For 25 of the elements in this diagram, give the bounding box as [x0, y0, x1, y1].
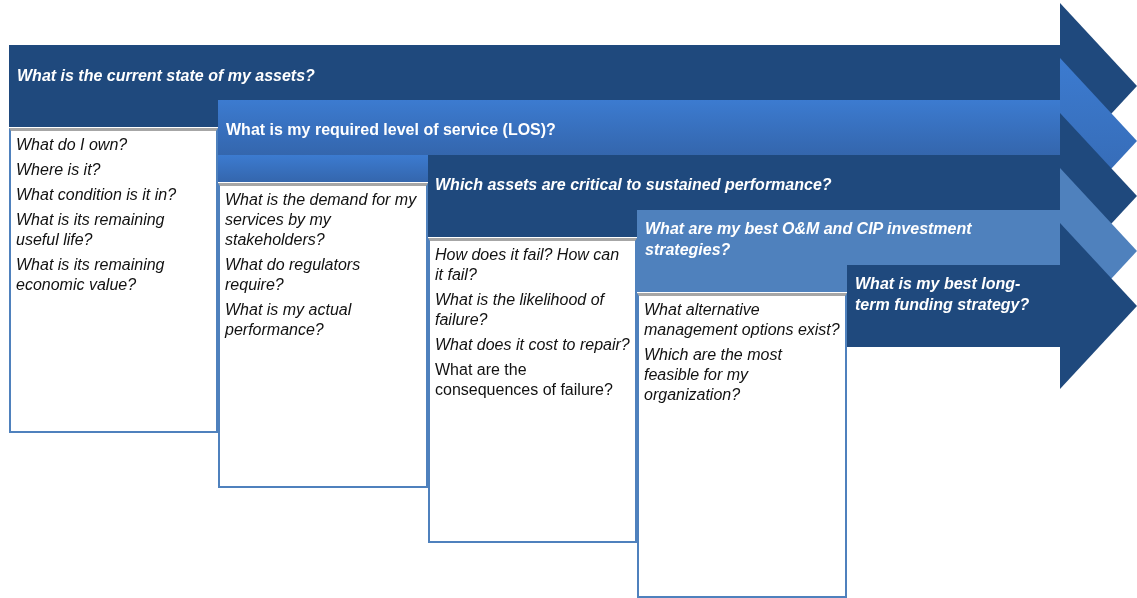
question-text: What is my actual performance?	[225, 300, 353, 340]
question-text: What alternative management options exist?	[644, 300, 840, 340]
heading-text: What is my required level of service (LOS)?	[226, 120, 557, 140]
heading-text: What are my best O&M and CIP investment strategies?	[645, 219, 973, 260]
question-text: What do I own?	[16, 135, 129, 155]
question-text: How does it fail? How can it fail?	[435, 245, 621, 285]
question-card	[218, 183, 428, 488]
arrow-band	[637, 210, 1060, 265]
question-text: What does it cost to repair?	[435, 335, 630, 355]
question-text: What do regulators require?	[225, 255, 362, 295]
question-text: What is the demand for my services by my stakeholders?	[225, 190, 418, 250]
question-card	[428, 238, 637, 543]
question-text: What are the consequences of failure?	[435, 360, 614, 400]
heading-text: What is the current state of my assets?	[17, 66, 316, 86]
question-text: Which are the most feasible for my organization?	[644, 345, 784, 405]
question-card	[637, 293, 847, 598]
arrow-band	[847, 265, 1060, 347]
question-text: What condition is it in?	[16, 185, 178, 205]
question-text: Where is it?	[16, 160, 102, 180]
heading-text: What is my best long-term funding strategy?	[855, 274, 1031, 315]
question-card	[9, 128, 218, 433]
question-text: What is its remaining economic value?	[16, 255, 166, 295]
question-text: What is its remaining useful life?	[16, 210, 166, 250]
heading-text: Which assets are critical to sustained performance?	[435, 175, 833, 195]
question-text: What is the likelihood of failure?	[435, 290, 607, 330]
